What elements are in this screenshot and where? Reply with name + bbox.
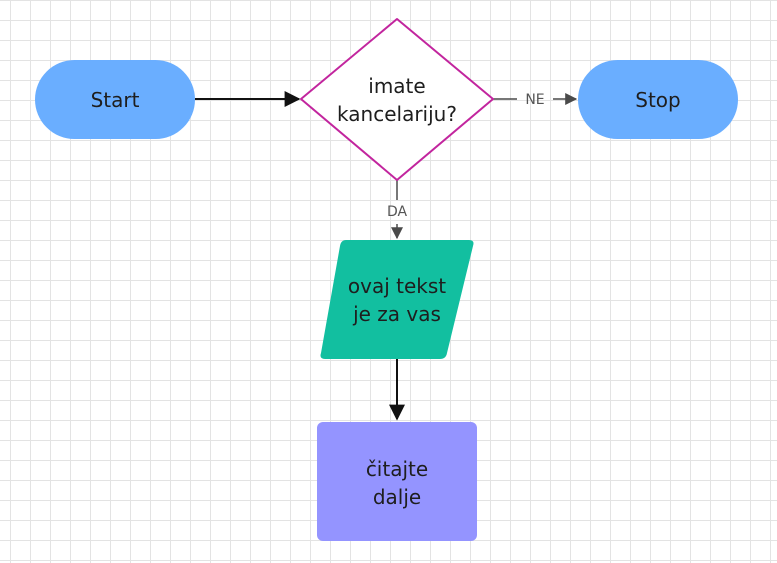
process-node-label-line2: dalje (373, 485, 421, 509)
io-node-label-line2: je za vas (352, 302, 441, 326)
decision-node-label-line1: imate (368, 74, 425, 98)
stop-node-shape (578, 60, 738, 139)
process-node-label-line1: čitajte (366, 457, 428, 481)
stop-node[interactable]: Stop (578, 60, 738, 139)
process-node[interactable]: čitajte dalje (317, 422, 477, 541)
start-node-shape (35, 60, 195, 139)
edge-label-no: NE (525, 92, 544, 108)
decision-node-label-line2: kancelariju? (337, 102, 457, 126)
edge-label-yes: DA (387, 204, 408, 220)
process-node-shape (317, 422, 477, 541)
decision-node-shape (300, 18, 494, 181)
io-node[interactable]: ovaj tekst je za vas (320, 240, 474, 359)
start-node[interactable]: Start (35, 60, 195, 139)
stop-node-label: Stop (635, 88, 680, 112)
decision-node[interactable]: imate kancelariju? (300, 18, 494, 181)
start-node-label: Start (91, 88, 140, 112)
io-node-shape (320, 240, 474, 359)
io-node-label-line1: ovaj tekst (348, 274, 446, 298)
